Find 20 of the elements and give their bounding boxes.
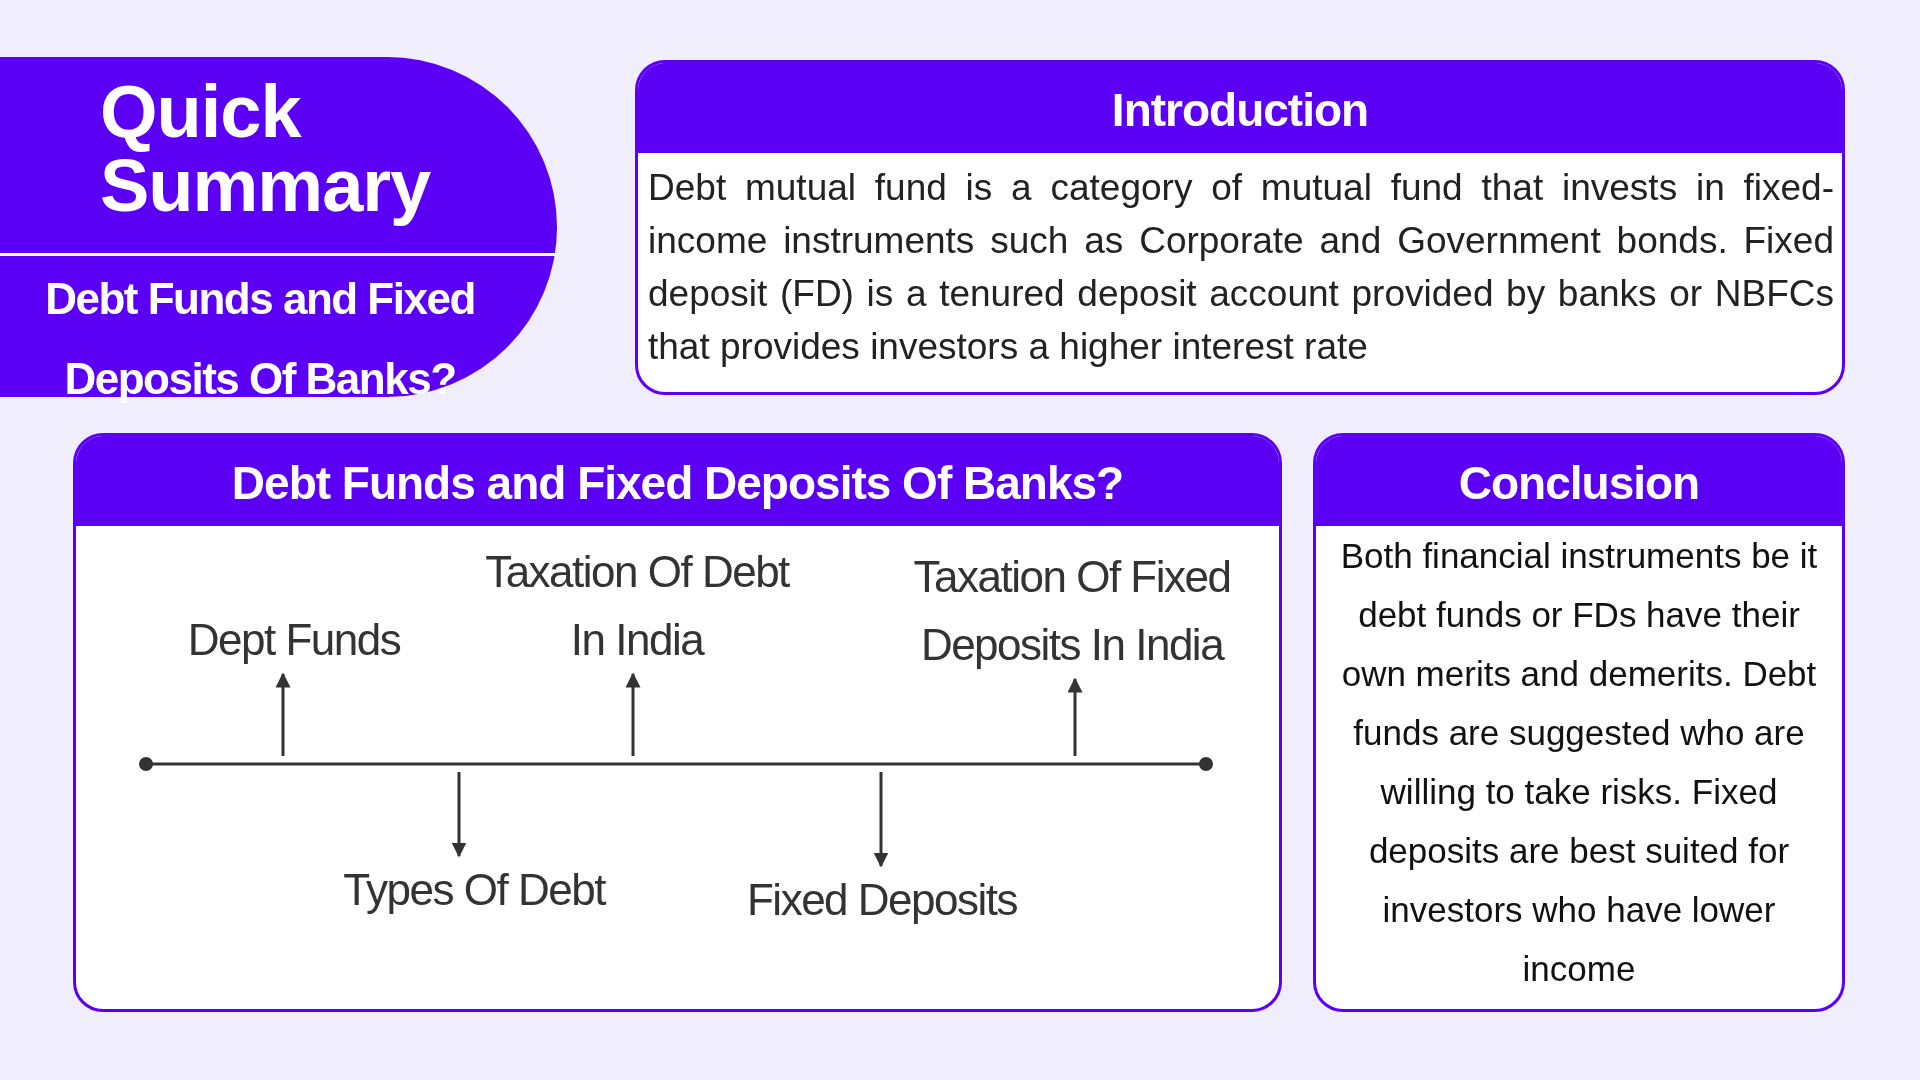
info-card xyxy=(73,433,1282,1012)
card-heading: Debt Funds and Fixed Deposits Of Banks? xyxy=(76,436,1279,526)
timeline-label: Types Of Debt xyxy=(304,856,644,924)
arrow xyxy=(873,772,889,868)
arrow xyxy=(451,772,467,858)
timeline-label: Taxation Of Debt In India xyxy=(467,538,807,674)
card-text: Both financial instruments be it debt funds or FDs have their own merits and demerits. Debt funds are suggested who are willing to take risks. Fixed deposits are best suited for investors who have lower income xyxy=(1339,535,1819,990)
card-text: Debt mutual fund is a category of mutual fund that invests in fixed-income instruments such as Corporate and Government bonds. Fixed deposit (FD) is a tenured deposit account provided by banks or NBFCs that provides investors a higher interest rate xyxy=(647,166,1835,369)
arrow xyxy=(275,672,291,756)
timeline-label: Dept Funds xyxy=(144,606,444,674)
card-heading: Conclusion xyxy=(1316,436,1842,526)
arrow xyxy=(1067,677,1083,756)
arrow xyxy=(625,672,641,756)
timeline-bar xyxy=(138,756,1214,772)
timeline-label: Taxation Of Fixed Deposits In India xyxy=(882,543,1262,679)
info-card xyxy=(635,60,1845,395)
info-card xyxy=(1313,433,1845,1012)
card-heading: Introduction xyxy=(638,63,1842,153)
timeline-label: Fixed Deposits xyxy=(712,866,1052,934)
panel-subtitle: Debt Funds and Fixed Deposits Of Banks? xyxy=(44,273,476,405)
